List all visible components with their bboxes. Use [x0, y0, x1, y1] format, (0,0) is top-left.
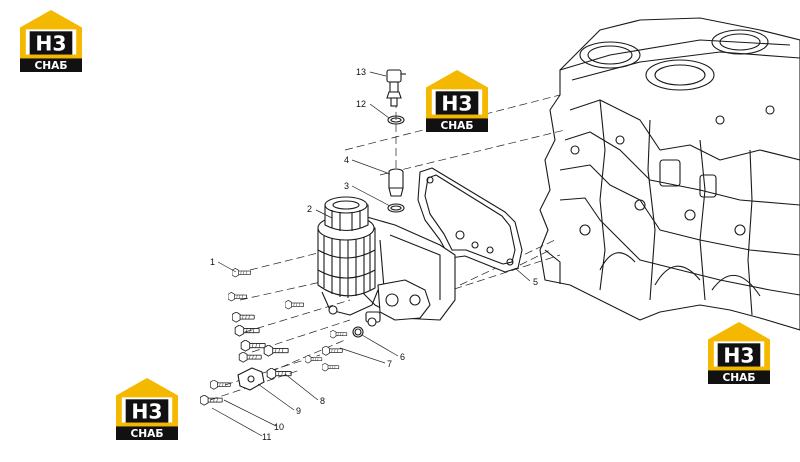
- callout-1: 1: [210, 257, 215, 267]
- watermark-logo-icon: [426, 70, 488, 132]
- callout-leaders: [211, 71, 531, 437]
- callout-9: 9: [296, 406, 301, 416]
- callout-labels: 13 12 4 3 2 1 5 6 7 8 9 10 11: [210, 67, 538, 442]
- watermark-logo-icon: [116, 378, 178, 440]
- callout-4: 4: [344, 155, 349, 165]
- sensor-icon: [386, 69, 406, 107]
- callout-7: 7: [387, 359, 392, 369]
- callout-10: 10: [274, 422, 284, 432]
- callout-6: 6: [400, 352, 405, 362]
- callout-13: 12: [356, 99, 366, 109]
- callout-5: 5: [533, 277, 538, 287]
- callout-8: 8: [320, 396, 325, 406]
- seal-ring-icon: [352, 115, 405, 338]
- oil-filter-module-icon: [317, 196, 456, 327]
- watermark-logo-icon: [708, 322, 770, 384]
- callout-3: 3: [344, 181, 349, 191]
- callout-12: 13: [356, 67, 366, 77]
- callout-11: 11: [262, 432, 271, 442]
- flange-icon: [237, 367, 265, 391]
- watermark-logo-icon: [20, 10, 82, 72]
- engine-block-icon: [539, 17, 800, 331]
- callout-2: 2: [307, 204, 312, 214]
- gasket-icon: [417, 167, 523, 273]
- adapter-fitting-icon: [388, 168, 404, 197]
